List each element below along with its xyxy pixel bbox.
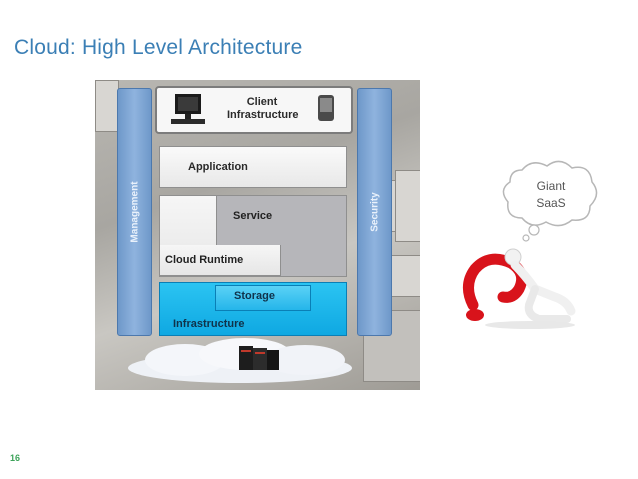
application-layer: Application — [159, 146, 347, 188]
desktop-computer-icon — [171, 94, 205, 124]
architecture-diagram: Management Security Client Infrastructur… — [95, 80, 420, 390]
mobile-phone-icon — [318, 95, 334, 121]
application-label: Application — [188, 161, 248, 173]
thought-bubble-text: Giant SaaS — [536, 179, 566, 210]
background-building — [395, 170, 420, 242]
infrastructure-label: Infrastructure — [173, 318, 245, 330]
storage-label: Storage — [234, 290, 275, 302]
management-label: Management — [129, 181, 140, 243]
cloud-runtime-layer-base — [159, 245, 281, 276]
slide-title: Cloud: High Level Architecture — [14, 36, 303, 59]
security-bar: Security — [357, 88, 392, 336]
background-building — [95, 80, 119, 132]
thought-bubble-icon — [502, 160, 598, 242]
security-label: Security — [369, 192, 380, 232]
management-bar: Management — [117, 88, 152, 336]
question-mark-figure-icon — [463, 248, 576, 329]
service-label: Service — [233, 210, 273, 222]
client-infrastructure-label: Client Infrastructure — [227, 96, 299, 121]
slide-number: 16 — [10, 453, 21, 463]
cloud-runtime-label: Cloud Runtime — [165, 254, 244, 266]
storage-layer — [215, 285, 311, 311]
client-infrastructure-box: Client Infrastructure — [155, 86, 353, 134]
server-rack-icon — [239, 346, 279, 370]
